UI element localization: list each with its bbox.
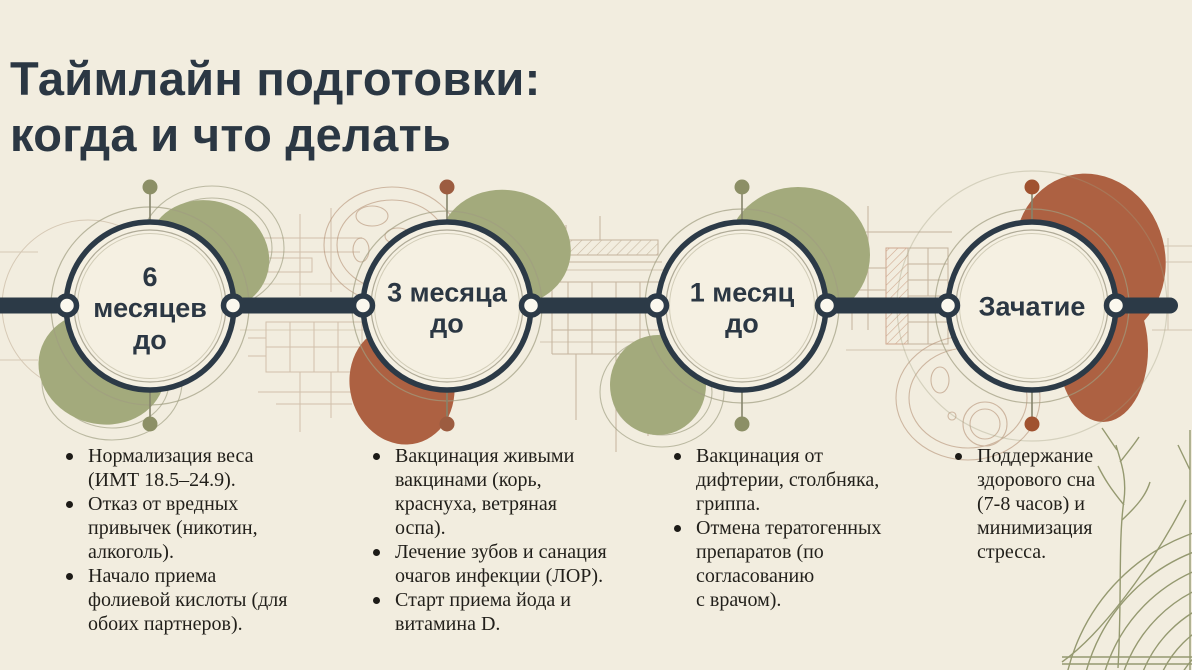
tick-dots: [142, 179, 1040, 432]
timeline-node: [220, 293, 246, 318]
timeline-node: [1103, 293, 1129, 318]
list-item: Вакцинация живыми вакцинами (корь, красн…: [369, 444, 659, 540]
timeline-bar: [0, 297, 1178, 314]
list-item: Отмена тератогенных препаратов (по согла…: [670, 516, 960, 612]
blueprint-doodles-right: [1152, 238, 1192, 331]
tick-dot: [142, 179, 158, 195]
list-item: Лечение зубов и санация очагов инфекции …: [369, 540, 659, 588]
timeline-node: [814, 293, 840, 318]
task-list-conception: Поддержание здорового сна (7-8 часов) и …: [951, 444, 1161, 564]
blueprint-doodles-gap2: [540, 216, 664, 452]
page-title: Таймлайн подготовки: когда и что делать: [10, 52, 541, 161]
tick-dot: [734, 179, 750, 195]
timeline-nodes: [54, 293, 1129, 318]
milestone-label-conception: Зачатие: [978, 291, 1086, 322]
tree-branch-doodle: [1061, 427, 1192, 670]
tick-dot: [142, 416, 158, 432]
milestone-label-6-months: 6 месяцев до: [93, 262, 207, 355]
list-item: Отказ от вредных привычек (никотин, алко…: [62, 492, 352, 564]
tick-dot: [439, 179, 455, 195]
timeline-node: [350, 293, 376, 318]
task-list-6-months: Нормализация веса (ИМТ 18.5–24.9). Отказ…: [62, 444, 352, 636]
tick-dot: [734, 416, 750, 432]
milestone-label-3-months: 3 месяца до: [387, 277, 507, 339]
task-list-1-month: Вакцинация от дифтерии, столбняка, грипп…: [670, 444, 960, 612]
timeline-node: [644, 293, 670, 318]
timeline-node: [518, 293, 544, 318]
tick-dot: [1024, 179, 1040, 195]
timeline-node: [54, 293, 80, 318]
timeline-node: [935, 293, 961, 318]
milestone-label-1-month: 1 месяц до: [689, 277, 795, 339]
list-item: Вакцинация от дифтерии, столбняка, грипп…: [670, 444, 960, 516]
cell-doodle-4: [895, 335, 1041, 461]
list-item: Поддержание здорового сна (7-8 часов) и …: [951, 444, 1161, 564]
tick-dot: [439, 416, 455, 432]
list-item: Начало приема фолиевой кислоты (для обои…: [62, 564, 352, 636]
tick-dot: [1024, 416, 1040, 432]
list-item: Нормализация веса (ИМТ 18.5–24.9).: [62, 444, 352, 492]
list-item: Старт приема йода и витамина D.: [369, 588, 659, 636]
task-list-3-months: Вакцинация живыми вакцинами (корь, красн…: [369, 444, 659, 636]
